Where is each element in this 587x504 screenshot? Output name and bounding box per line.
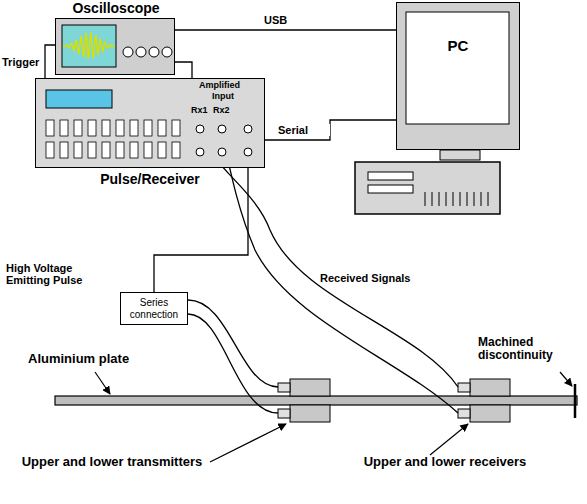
drive-bay <box>368 172 413 180</box>
node-label: Oscilloscope <box>36 0 196 16</box>
part-label: Received Signals <box>318 272 432 284</box>
drive-bay <box>368 185 413 193</box>
knob <box>123 47 133 57</box>
part-label: Upper and lower transmitters <box>12 455 212 469</box>
jack <box>244 125 252 133</box>
knob <box>149 47 159 57</box>
cable <box>265 120 396 140</box>
receiver-cable <box>222 133 458 413</box>
desktop-case <box>355 162 500 214</box>
vents <box>425 192 488 206</box>
part-label: Amplified <box>199 81 263 91</box>
connector-plug <box>278 383 290 392</box>
part-label: Input <box>212 92 252 102</box>
monitor-stand <box>440 150 480 160</box>
leader-line <box>95 372 110 394</box>
scope-screen <box>62 25 116 67</box>
leader-line <box>560 372 572 386</box>
jack <box>218 125 226 133</box>
leader-line <box>210 424 286 462</box>
transmitter-cable <box>188 300 278 387</box>
part-label: Aluminium plate <box>28 352 158 366</box>
lower-transmitter <box>290 405 330 422</box>
cable <box>175 62 192 78</box>
aluminium-plate <box>55 396 577 405</box>
upper-receiver <box>470 379 510 396</box>
lower-receiver <box>470 405 510 422</box>
connector-plug <box>278 409 290 418</box>
scope-trace <box>63 33 115 59</box>
connector-plug <box>458 383 470 392</box>
node-label: Pulse/Receiver <box>36 171 264 187</box>
jack <box>196 148 204 156</box>
node-label: Series connection <box>121 293 187 324</box>
knob <box>162 47 172 57</box>
receiver-cable <box>200 133 458 387</box>
part-label: Upper and lower receivers <box>345 455 545 469</box>
jack <box>218 148 226 156</box>
part-label: Machined discontinuity <box>478 336 584 362</box>
node-label: PC <box>397 37 519 54</box>
knob <box>136 47 146 57</box>
pulser-display <box>46 90 112 108</box>
jack <box>196 125 204 133</box>
leader-line <box>430 424 468 455</box>
cable <box>45 45 55 78</box>
discontinuity <box>574 384 577 418</box>
part-label: Trigger <box>2 56 44 68</box>
jack <box>244 148 252 156</box>
monitor-screen <box>406 12 509 124</box>
cable-label: High Voltage Emitting Pulse <box>4 262 108 286</box>
connector-plug <box>458 409 470 418</box>
cable-label: USB <box>262 14 306 26</box>
upper-transmitter <box>290 379 330 396</box>
part-label: Rx2 <box>213 106 233 116</box>
cable <box>175 29 396 30</box>
transmitter-cable <box>188 314 278 413</box>
cable-label: Serial <box>276 124 330 136</box>
series-connection-box: Series connection <box>120 292 188 325</box>
part-label: Rx1 <box>191 106 211 116</box>
